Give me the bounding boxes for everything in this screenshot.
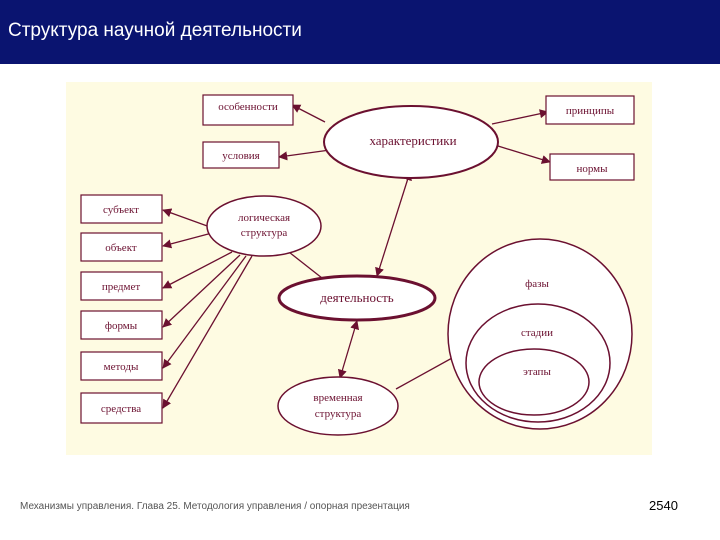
conditions-label: условия xyxy=(222,150,260,162)
arrow-to-forms xyxy=(162,254,241,328)
logical-structure-label-line1: логическая xyxy=(238,212,290,224)
arrow-to-norms xyxy=(497,145,551,164)
arrow-to-methods xyxy=(162,255,247,369)
forms-label: формы xyxy=(105,320,138,332)
temporal-structure-label-line1: временная xyxy=(313,392,362,404)
activity-label: деятельность xyxy=(320,290,393,305)
means-label: средства xyxy=(101,403,141,415)
logical-structure-ellipse xyxy=(206,195,322,257)
methods-box xyxy=(80,351,163,381)
stages-label: стадии xyxy=(521,327,553,339)
activity-ellipse xyxy=(277,274,437,322)
steps-circle xyxy=(478,348,590,416)
arrow-to-principles xyxy=(491,109,549,125)
object-label: объект xyxy=(105,242,137,254)
subject-box xyxy=(80,194,163,224)
steps-label: этапы xyxy=(523,366,551,378)
labels: особенности условия принципы нормы харак… xyxy=(101,101,615,420)
item-label: предмет xyxy=(102,281,141,293)
logical-structure-label-line2: структура xyxy=(241,227,288,239)
conditions-box xyxy=(202,141,280,169)
arrow-activity-temporal xyxy=(337,320,360,379)
slide-header: Структура научной деятельности xyxy=(0,0,720,64)
forms-box xyxy=(80,310,163,340)
arrow-to-conditions xyxy=(278,149,331,161)
nodes-boxes xyxy=(80,94,635,424)
arrow-to-features xyxy=(291,104,326,123)
arrow-to-means xyxy=(162,255,253,409)
methods-label: методы xyxy=(104,361,139,373)
arrow-to-object xyxy=(162,232,213,249)
arrow-activity-characteristics xyxy=(375,171,412,277)
characteristics-ellipse xyxy=(323,105,499,179)
means-box xyxy=(80,392,163,424)
temporal-structure-label-line2: структура xyxy=(315,408,362,420)
features-box xyxy=(202,94,294,126)
page-number: 2540 xyxy=(649,498,678,513)
arrow-to-subject xyxy=(162,208,211,228)
norms-box xyxy=(549,153,635,181)
arrow-to-item xyxy=(162,251,233,289)
features-label: особенности xyxy=(218,101,278,113)
subject-label: субъект xyxy=(103,204,139,216)
phases-label: фазы xyxy=(525,278,549,290)
item-box xyxy=(80,271,163,301)
slide-title: Структура научной деятельности xyxy=(8,20,302,41)
norms-label: нормы xyxy=(576,163,608,175)
principles-label: принципы xyxy=(566,105,615,117)
object-box xyxy=(80,232,163,262)
nodes-ellipses xyxy=(206,105,633,436)
principles-box xyxy=(545,95,635,125)
footer-caption: Механизмы управления. Глава 25. Методоло… xyxy=(20,501,410,512)
characteristics-label: характеристики xyxy=(369,133,456,148)
temporal-structure-ellipse xyxy=(277,376,399,436)
